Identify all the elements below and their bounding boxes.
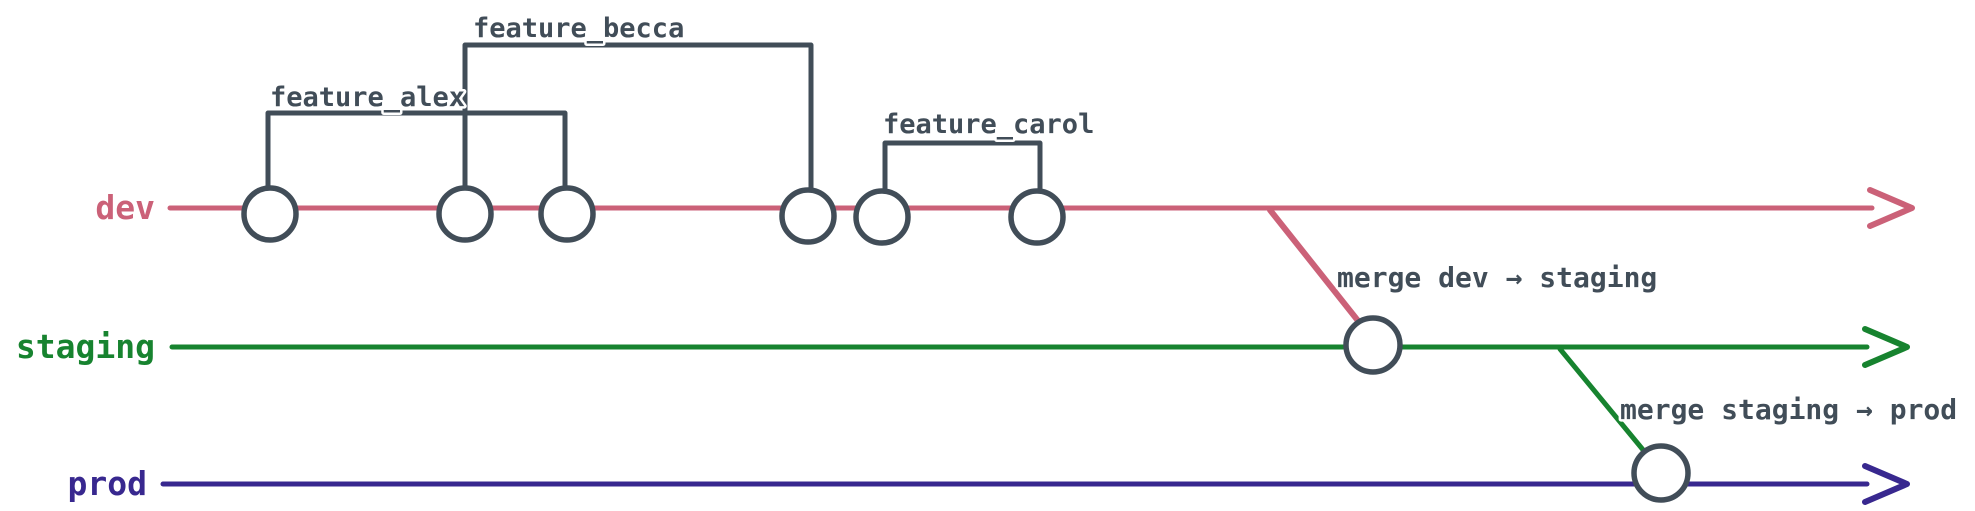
- commit-dot: [538, 185, 596, 243]
- merge-label-staging-to-prod: merge staging → prod: [1620, 393, 1957, 426]
- branch-label-dev: dev: [95, 188, 155, 227]
- dev-arrowhead-icon: [1867, 187, 1915, 229]
- dev-commit-dots: [241, 185, 1066, 246]
- merge-line-staging-to-prod: [1557, 346, 1647, 454]
- branch-label-prod: prod: [68, 464, 147, 503]
- branch-label-staging: staging: [16, 327, 155, 366]
- branch-staging: [169, 326, 1910, 368]
- commit-dot: [241, 185, 299, 243]
- prod-arrowhead-icon: [1862, 463, 1910, 505]
- merge-commit-dot-staging: [1343, 315, 1403, 375]
- commit-dot: [779, 187, 837, 245]
- staging-arrowhead-icon: [1862, 326, 1910, 368]
- merge-label-dev-to-staging: merge dev → staging: [1337, 261, 1657, 294]
- feature-bracket-becca: [462, 42, 814, 193]
- branch-prod: [160, 463, 1910, 505]
- commit-dot: [436, 185, 494, 243]
- feature-label-becca: feature_becca: [473, 13, 684, 44]
- commit-dot: [853, 188, 911, 246]
- feature-bracket-alex: [265, 110, 568, 192]
- merge-commit-dot-prod: [1631, 443, 1691, 503]
- merge-line-dev-to-staging: [1267, 207, 1362, 325]
- feature-label-carol: feature_carol: [883, 109, 1094, 140]
- feature-label-alex: feature_alex: [270, 82, 465, 113]
- commit-dot: [1008, 188, 1066, 246]
- feature-bracket-carol: [882, 140, 1043, 194]
